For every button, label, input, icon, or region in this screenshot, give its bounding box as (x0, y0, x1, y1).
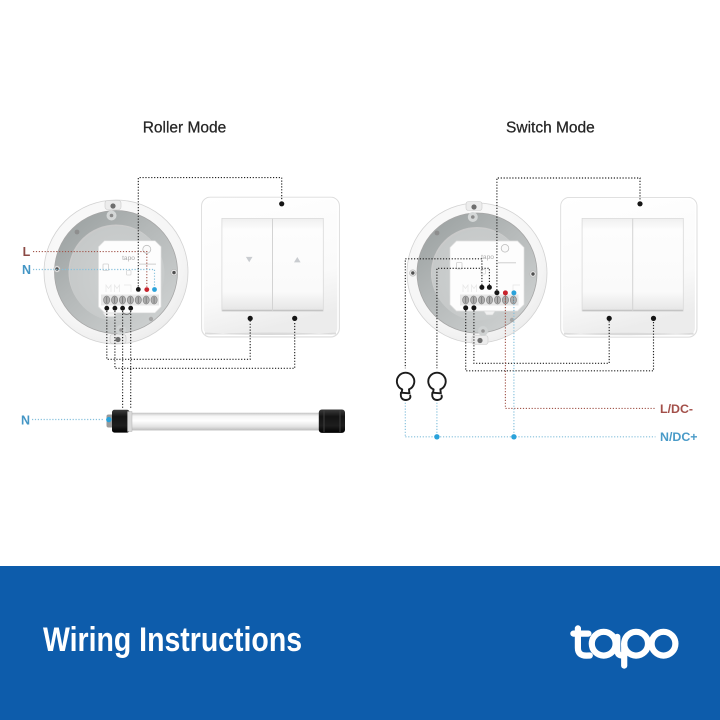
svg-text:L: L (23, 245, 31, 259)
svg-text:tapo: tapo (481, 254, 494, 261)
svg-text:N: N (22, 263, 31, 277)
svg-text:L/DC-: L/DC- (660, 402, 693, 416)
svg-text:Roller Mode: Roller Mode (143, 120, 227, 137)
svg-text:N/DC+: N/DC+ (660, 430, 698, 444)
svg-text:tapo: tapo (122, 255, 135, 262)
svg-text:N: N (21, 413, 30, 427)
svg-text:Switch Mode: Switch Mode (506, 120, 595, 137)
